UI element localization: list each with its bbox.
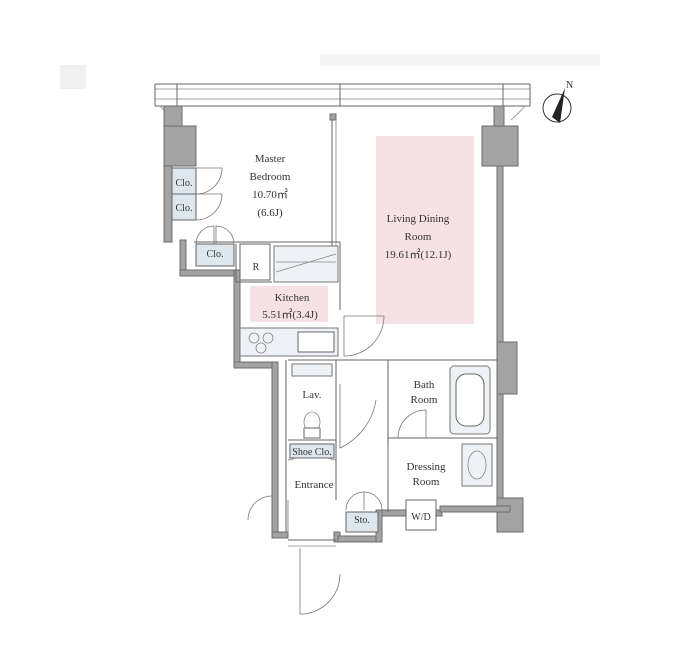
background-marks xyxy=(60,54,600,89)
refrigerator-label: R xyxy=(253,262,260,273)
closet-label-2: Clo. xyxy=(176,203,193,214)
kitchen-area: 5.51㎡(3.4J) xyxy=(262,308,318,321)
closet-label-1: Clo. xyxy=(176,178,193,189)
compass: N xyxy=(542,80,573,123)
wet-fixtures xyxy=(289,363,493,533)
entrance-step xyxy=(288,539,336,547)
kitchen-highlight xyxy=(250,286,328,322)
entrance-label: Entrance xyxy=(294,479,333,491)
room-labels: Master Bedroom 10.70㎡ (6.6J) Living Dini… xyxy=(250,153,452,491)
master-bedroom-jo: (6.6J) xyxy=(257,207,283,219)
shoe-closet-label: Shoe Clo. xyxy=(292,447,331,458)
bath-room-label-line1: Bath xyxy=(414,379,435,391)
kitchen-fixtures xyxy=(239,243,339,357)
master-bedroom-label-line2: Bedroom xyxy=(250,171,291,183)
north-arrow-icon xyxy=(552,88,565,123)
living-dining-label-line2: Room xyxy=(405,231,432,243)
living-dining-label-line1: Living Dining xyxy=(387,213,450,225)
living-dining-area: 19.61㎡(12.1J) xyxy=(385,248,452,261)
storage-label: Sto. xyxy=(354,515,370,526)
living-dining-highlight xyxy=(376,136,474,324)
master-bedroom-area: 10.70㎡ xyxy=(252,188,288,201)
closet-label-3: Clo. xyxy=(207,249,224,260)
kitchen-label: Kitchen xyxy=(275,292,310,304)
balcony xyxy=(154,83,531,121)
partitions xyxy=(194,113,497,532)
master-bedroom-label-line1: Master xyxy=(255,153,286,165)
bath-room-label-line2: Room xyxy=(411,394,438,406)
bedroom-closets xyxy=(171,167,235,267)
lav-label: Lav. xyxy=(302,389,321,401)
washer-dryer-label: W/D xyxy=(411,512,430,523)
walls xyxy=(163,105,524,543)
compass-north-label: N xyxy=(566,80,573,91)
dressing-room-label-line1: Dressing xyxy=(406,461,446,473)
storage-labels: Clo. Clo. Clo. R Shoe Clo. Sto. W/D xyxy=(176,178,431,526)
dressing-room-label-line2: Room xyxy=(413,476,440,488)
